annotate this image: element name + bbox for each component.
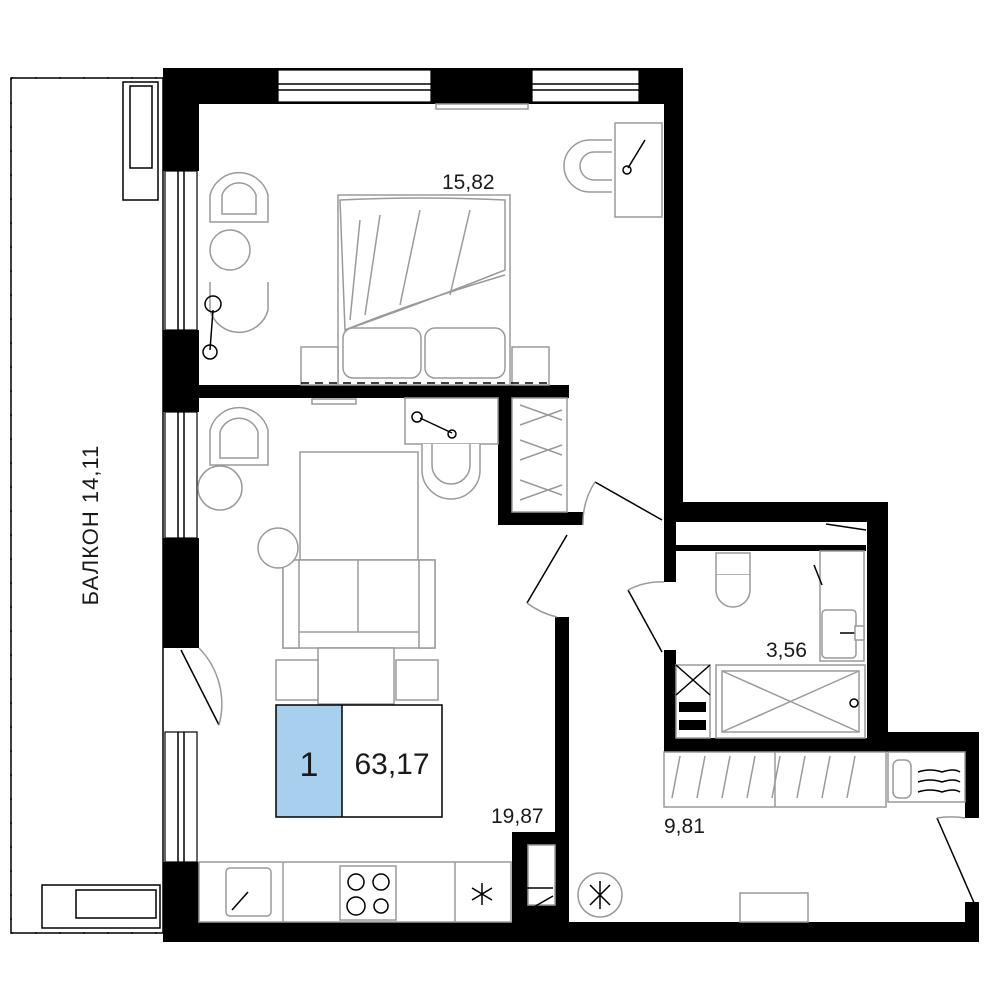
windows [164, 69, 640, 863]
bedroom-furniture [202, 122, 663, 386]
armchair-icon [209, 171, 269, 223]
hallway-furniture [577, 751, 966, 923]
badge-frame [275, 704, 443, 818]
room-area-bedroom: 15,82 [442, 171, 495, 194]
window-left-1 [164, 170, 198, 331]
balcony-planter-top [122, 81, 159, 201]
rooms-count: 1 [300, 746, 319, 784]
balcony-railing [10, 77, 164, 934]
window-left-2 [164, 411, 198, 539]
hall-bench [739, 892, 809, 923]
window-top-right [531, 69, 640, 103]
side-table-icon [209, 229, 251, 271]
bathroom-fixtures [675, 550, 866, 739]
room-area-hallway: 9,81 [664, 815, 705, 838]
balcony: БАЛКОН 14,11 [10, 77, 164, 934]
nightstand-left [300, 346, 339, 386]
wardrobe-door [594, 481, 663, 521]
desk-bedroom [614, 122, 663, 218]
corridor-door [526, 534, 568, 604]
area-labels: 15,82 19,87 3,56 9,81 [442, 171, 807, 838]
chair-icon [563, 139, 612, 193]
living-furniture [197, 397, 556, 923]
total-area: 63,17 [354, 748, 429, 781]
fridge-icon [527, 844, 556, 906]
bathroom-door [627, 589, 663, 653]
dining-table [317, 647, 395, 705]
room-area-bathroom: 3,56 [766, 639, 807, 662]
doors [180, 481, 976, 906]
balcony-label: БАЛКОН 14,11 [78, 445, 103, 606]
room-area-living-kitchen: 19,87 [491, 805, 544, 828]
window-left-3 [164, 731, 198, 863]
balcony-planter-bottom [41, 884, 161, 929]
toilet-icon [715, 552, 751, 576]
wardrobe [511, 397, 568, 513]
window-top-left [277, 69, 432, 103]
balcony-door [180, 649, 220, 726]
hood-icon [471, 883, 493, 905]
entrance-door [936, 817, 976, 906]
sofa-icon [299, 451, 419, 561]
nightstand-right [511, 346, 550, 386]
badge-accent [275, 704, 343, 818]
apartment-badge: 1 63,17 [275, 704, 443, 818]
